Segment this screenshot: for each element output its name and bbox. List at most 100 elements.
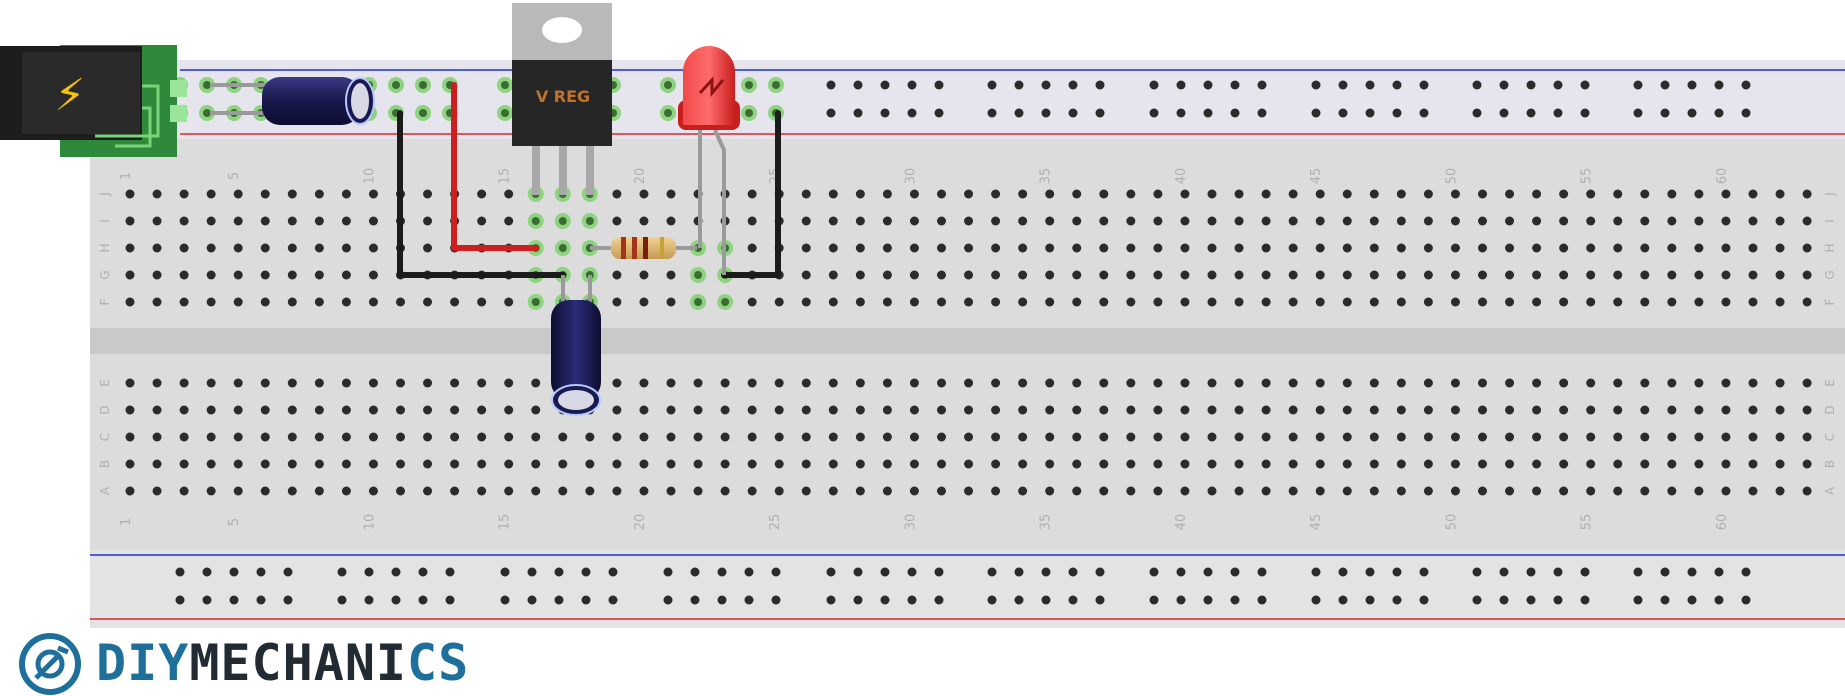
breadboard-hole (1126, 297, 1136, 307)
breadboard-hole (828, 243, 838, 253)
breadboard-hole (693, 459, 703, 469)
breadboard-hole (1342, 216, 1352, 226)
rail-hole (1633, 108, 1643, 118)
breadboard-hole (531, 298, 540, 306)
breadboard-hole (1207, 405, 1217, 415)
breadboard-hole (450, 378, 460, 388)
breadboard-hole (909, 432, 919, 442)
rail-hole (1338, 108, 1348, 118)
breadboard-hole (152, 270, 162, 280)
breadboard-hole (1586, 405, 1596, 415)
rail-hole (1553, 108, 1563, 118)
breadboard-hole (1261, 189, 1271, 199)
row-letter: F (98, 298, 112, 305)
breadboard-hole (1234, 216, 1244, 226)
row-letter: G (98, 270, 112, 279)
rail-hole (934, 80, 944, 90)
breadboard-hole (1288, 216, 1298, 226)
breadboard-hole (801, 459, 811, 469)
breadboard-hole (1261, 459, 1271, 469)
breadboard-hole (1234, 297, 1244, 307)
breadboard-hole (206, 297, 216, 307)
breadboard-hole (1180, 459, 1190, 469)
breadboard-hole (1478, 270, 1487, 280)
rail-hole (1687, 595, 1697, 605)
breadboard-hole (314, 405, 324, 415)
rail-hole (1714, 80, 1724, 90)
breadboard-hole (1045, 486, 1055, 496)
rail-hole (445, 595, 455, 605)
rail-hole (880, 567, 890, 577)
breadboard-hole (1423, 405, 1433, 415)
breadboard-hole (179, 405, 189, 415)
breadboard-hole (1180, 297, 1190, 307)
breadboard-hole (1018, 270, 1028, 280)
breadboard-hole (1072, 459, 1082, 469)
breadboard-hole (125, 486, 135, 496)
led-lead-2 (713, 129, 726, 275)
breadboard-hole (314, 486, 324, 496)
breadboard-hole (477, 297, 487, 307)
breadboard-hole (287, 459, 297, 469)
rail-hole (203, 109, 211, 117)
rail-hole (1553, 567, 1563, 577)
breadboard-hole (937, 405, 946, 415)
breadboard-hole (991, 270, 1001, 280)
breadboard-hole (396, 378, 405, 388)
rail-hole (1014, 108, 1024, 118)
breadboard-hole (558, 217, 567, 225)
breadboard-hole (341, 486, 351, 496)
breadboard-hole (1667, 189, 1677, 199)
rail-hole (1499, 595, 1509, 605)
row-letter: A (98, 486, 112, 495)
breadboard-hole (1126, 216, 1136, 226)
breadboard-hole (233, 432, 243, 442)
breadboard-hole (964, 189, 974, 199)
breadboard-hole (531, 486, 541, 496)
breadboard-hole (314, 270, 324, 280)
breadboard-hole (1559, 378, 1569, 388)
rail-hole (1338, 567, 1348, 577)
rail-hole (1633, 595, 1643, 605)
breadboard-hole (287, 378, 297, 388)
breadboard-hole (1613, 486, 1623, 496)
rail-hole (1176, 567, 1186, 577)
breadboard-hole (1667, 405, 1677, 415)
rail-hole (987, 567, 997, 577)
row-letter: B (1823, 460, 1837, 468)
breadboard-hole (1423, 189, 1433, 199)
breadboard-hole (774, 459, 784, 469)
breadboard-hole (179, 297, 189, 307)
breadboard-hole (1288, 405, 1298, 415)
breadboard-hole (909, 405, 919, 415)
breadboard-hole (1153, 270, 1163, 280)
breadboard-hole (991, 297, 1001, 307)
breadboard-hole (206, 216, 216, 226)
rail-hole (1365, 595, 1375, 605)
breadboard-hole (1694, 459, 1704, 469)
breadboard-hole (152, 189, 162, 199)
breadboard-hole (531, 459, 541, 469)
power-jack-pin-1 (170, 80, 187, 97)
rail-hole (1365, 567, 1375, 577)
breadboard-hole (1613, 270, 1623, 280)
rail-hole (418, 595, 428, 605)
breadboard-hole (368, 189, 378, 199)
breadboard-hole (828, 297, 838, 307)
power-jack-trace (95, 84, 160, 138)
column-number: 40 (1174, 168, 1189, 185)
red-wire-input (451, 82, 539, 251)
breadboard-hole (855, 486, 865, 496)
breadboard-hole (1586, 459, 1596, 469)
breadboard-hole (937, 432, 946, 442)
rail-hole (1419, 80, 1429, 90)
column-number: 55 (1580, 514, 1595, 531)
breadboard-hole (1450, 405, 1460, 415)
rail-hole (1095, 595, 1105, 605)
breadboard-hole (720, 432, 730, 442)
breadboard-hole (1613, 405, 1623, 415)
breadboard-hole (1775, 270, 1785, 280)
breadboard-hole (937, 378, 946, 388)
rail-hole (1419, 595, 1429, 605)
breadboard-hole (1721, 243, 1731, 253)
